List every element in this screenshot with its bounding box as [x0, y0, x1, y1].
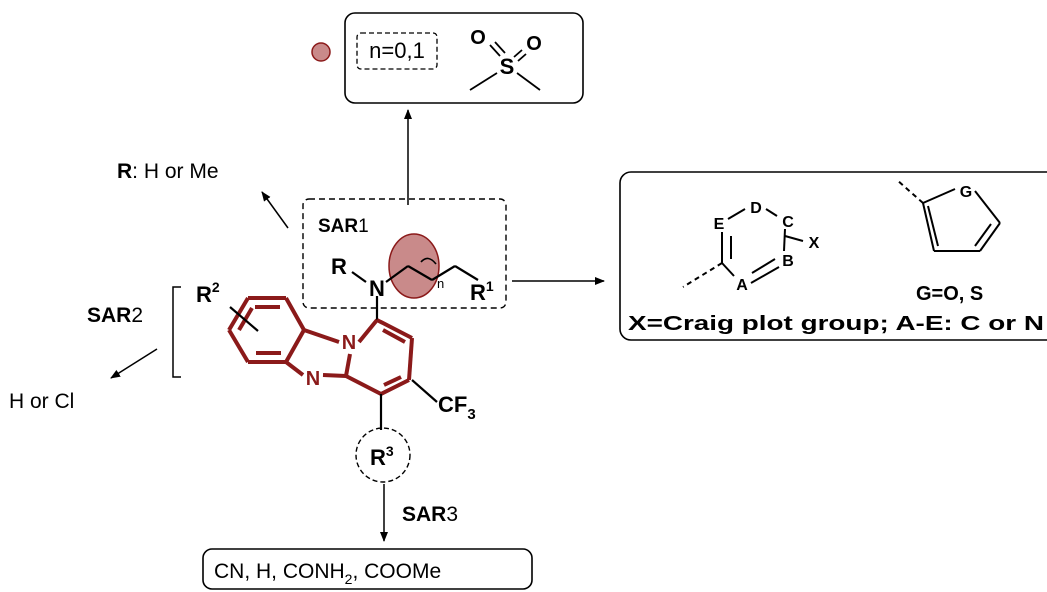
sulfonyl-o-left: O — [470, 27, 486, 49]
sar2-bracket — [172, 286, 181, 378]
r2-label: R2 — [196, 279, 220, 307]
linker-ellipse — [388, 233, 440, 299]
ring-atom-a: A — [736, 277, 748, 294]
sar2-label: SAR2 — [87, 304, 143, 327]
sar3-outcome: CN, H, CONH2, COOMe — [214, 560, 441, 587]
r3-label: R3 — [370, 443, 394, 470]
five-ring — [896, 179, 1001, 252]
arrow-to-sar2-outcome — [110, 348, 158, 379]
n-values-label: n=0,1 — [369, 38, 425, 63]
g-caption: G=O, S — [916, 283, 983, 305]
cf3-bond — [411, 379, 438, 403]
r2-bond — [229, 306, 259, 332]
arrow-to-r-group — [261, 191, 289, 229]
sar1-label: SAR1 — [318, 216, 369, 237]
tricyclic-core — [227, 296, 414, 396]
sulfonyl-group — [469, 41, 541, 91]
sar3-outcome-box — [202, 548, 533, 590]
sar2-outcome: H or Cl — [9, 390, 74, 413]
sulfonyl-o-right: O — [526, 33, 542, 55]
ring-atom-e: E — [714, 216, 725, 233]
top-box — [344, 12, 584, 104]
r3-dashed-circle — [355, 427, 411, 483]
cf3-label: CF3 — [438, 392, 476, 423]
six-ring — [682, 208, 804, 288]
n-chain-bracket — [420, 257, 437, 265]
core-n-bridgehead: N — [342, 332, 356, 354]
n-values-dashed-box — [356, 32, 438, 70]
amine-n-label: N — [369, 276, 385, 301]
ring-atom-d: D — [750, 200, 762, 217]
core-n-imidazole: N — [306, 368, 320, 390]
ring-atom-c: C — [782, 214, 794, 231]
sar1-dashed-box — [302, 198, 507, 309]
ring-substituent-x: X — [809, 235, 820, 252]
ellipse-legend-dot — [311, 42, 331, 62]
right-box-caption: X=Craig plot group; A-E: C or N — [628, 313, 1044, 335]
sulfonyl-s: S — [500, 54, 515, 79]
ring-atom-b: B — [782, 253, 794, 270]
r-group-label: R: H or Me — [117, 160, 219, 183]
r1-label: R1 — [470, 278, 494, 305]
amine-bonds — [351, 265, 479, 320]
ring-atom-g: G — [960, 184, 972, 201]
n-chain-label: n — [437, 276, 444, 291]
right-box — [619, 171, 1047, 341]
amine-r-label: R — [331, 254, 347, 279]
sar3-label: SAR3 — [402, 503, 458, 526]
